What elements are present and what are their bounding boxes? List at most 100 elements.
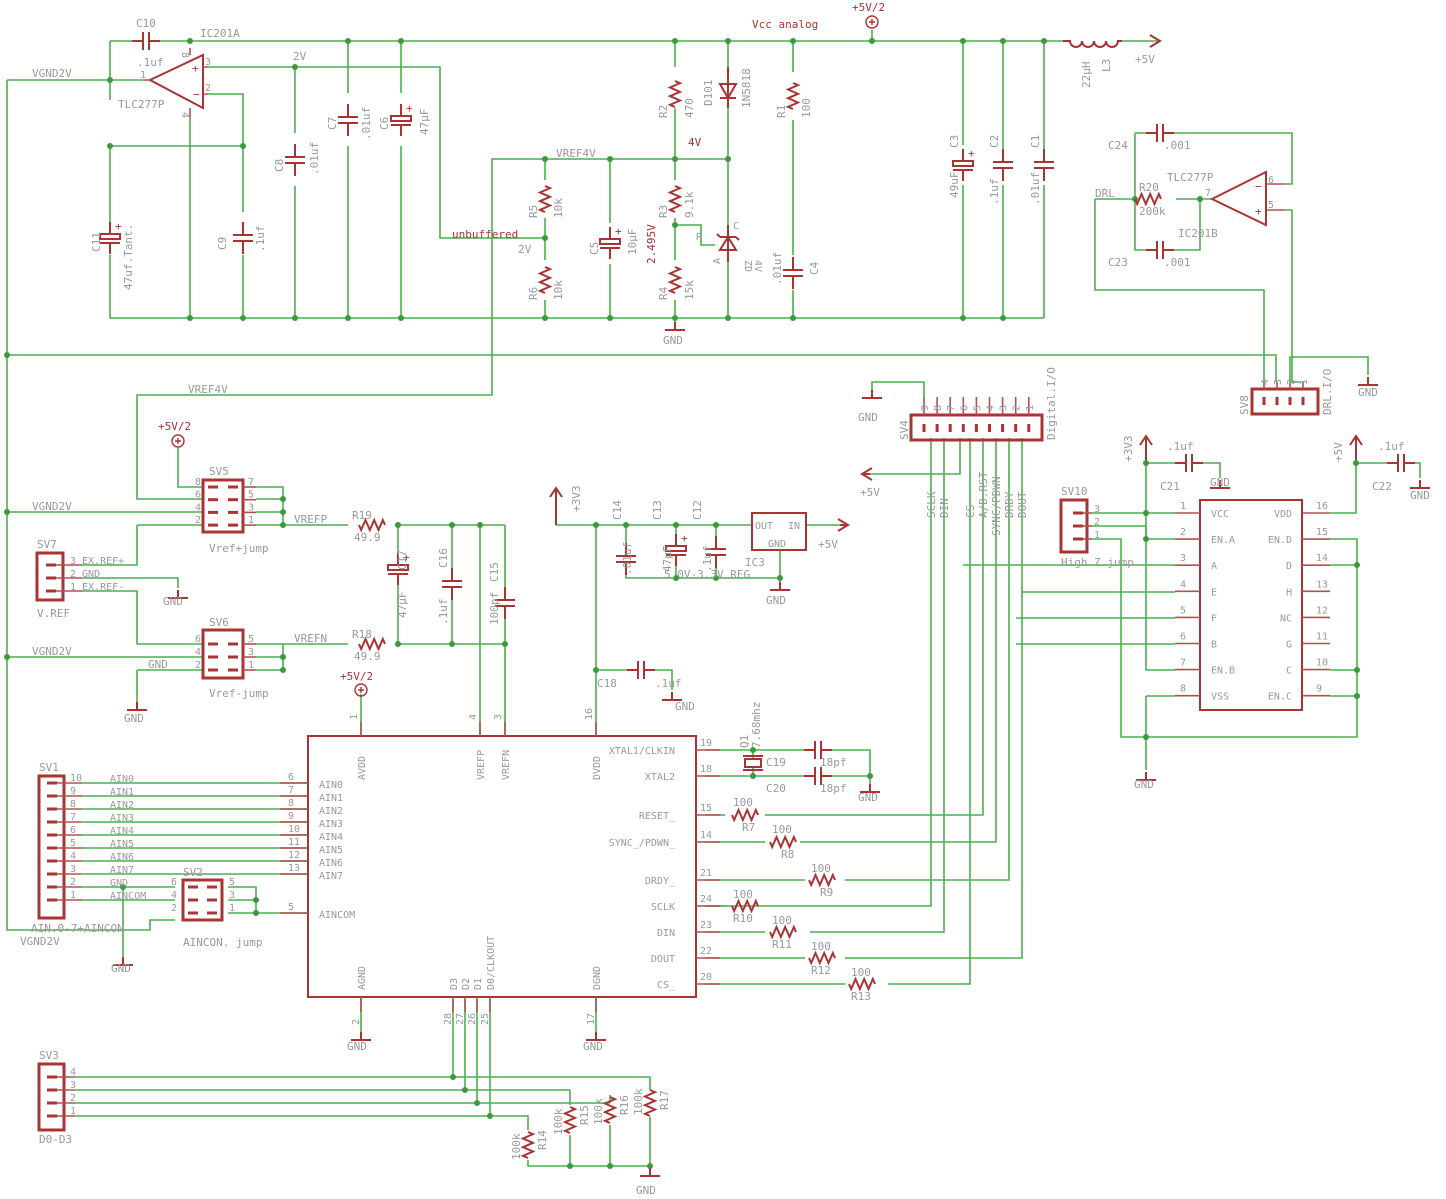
junction-dot [292, 64, 298, 70]
gnd-icon [862, 390, 882, 399]
gnd-symbol: GND [1134, 772, 1156, 791]
gnd-symbol: GND [636, 1168, 660, 1197]
ic201b-part: TLC277P [1167, 171, 1214, 184]
c18-value: .1uf [655, 677, 682, 690]
svg-text:+: + [1255, 205, 1262, 218]
wires [6, 30, 1421, 1167]
pin-name: DRDY_ [645, 876, 676, 887]
c3-value: 49uF [948, 172, 961, 199]
r19-ref: R19 [352, 509, 372, 522]
resistor-zigzag [537, 266, 553, 294]
junction-dot [107, 77, 113, 83]
pin-number: 2 [1180, 527, 1186, 538]
c3-ref: C3 [948, 135, 961, 148]
cap-plate [952, 160, 974, 167]
c12-ref: C12 [691, 500, 704, 520]
p5v-label-2: +5V [818, 538, 838, 551]
c9-ref: C9 [216, 237, 229, 250]
pin-number: 23 [700, 920, 712, 931]
cap-plate [233, 222, 253, 254]
c7-value: .01uf [360, 107, 373, 140]
pin-number: 3 [70, 1080, 76, 1091]
pin-number: 3 [248, 647, 254, 658]
cap-plate [666, 534, 686, 566]
pin-number: 3 [1273, 379, 1284, 385]
mux-pin-2: 2EN.A [1175, 527, 1235, 546]
r5-value: 10k [552, 198, 565, 218]
pin-number: 2 [1094, 517, 1100, 528]
resistor-zigzag [808, 950, 836, 966]
junction-dot [1354, 667, 1360, 673]
gnd-symbol: GND [111, 957, 133, 975]
connector-ref: SV4 [898, 420, 911, 440]
c14-value: .01uf [621, 542, 634, 575]
signal-label: A/D.RST [977, 471, 990, 518]
junction-dot [1143, 460, 1149, 466]
net-vrefn: VREFN [294, 632, 327, 645]
gnd-label: GND [766, 594, 786, 607]
pin-name: B [1211, 640, 1217, 651]
r4-value: 15k [683, 280, 696, 300]
connector-ref: SV6 [209, 616, 229, 629]
zener-pin-a: A [712, 258, 723, 264]
pin-number: 13 [288, 863, 300, 874]
junction-dot [673, 522, 679, 528]
connector-ref: SV10 [1061, 485, 1088, 498]
c23-value: .001 [1164, 256, 1191, 269]
q1-ref: Q1 [738, 735, 751, 748]
r16-ref: R16 [618, 1095, 631, 1115]
svg-text:−: − [193, 88, 200, 101]
c8-capacitor: C8.01uf [273, 142, 321, 176]
r17-ref: R17 [658, 1090, 671, 1110]
net-2v: 2V [293, 50, 307, 63]
pin-number: 11 [1316, 632, 1328, 643]
pin-number: 4 [70, 1067, 76, 1078]
c1-ref: C1 [1029, 135, 1042, 148]
cap-plate [706, 536, 726, 568]
pin-name: SYNC_/PDWN_ [609, 838, 676, 849]
pin-name: AIN0 [319, 780, 343, 791]
junction-dot [673, 575, 679, 581]
pin-name: VCC [1211, 509, 1229, 520]
pin-name: DIN [657, 928, 675, 939]
pin-number: 2 [70, 877, 76, 888]
c19-value: 18pf [820, 756, 847, 769]
pin-number: 2 [1286, 379, 1297, 385]
pin-name: EN.C [1268, 692, 1292, 703]
junction-dot [187, 38, 193, 44]
adc-chip: 1AVDD4VREFP3VREFN16DVDD6AIN07AIN18AIN29A… [280, 708, 720, 1025]
junction-dot [280, 509, 286, 515]
c13-value: 47µF [661, 546, 674, 573]
pin-number: 12 [288, 850, 300, 861]
net-4v: 4V [688, 136, 702, 149]
junction-dot [398, 38, 404, 44]
r7-value: 100 [733, 796, 753, 809]
p5v-label: +5V [1135, 53, 1155, 66]
cap-plate [1175, 454, 1203, 472]
net-vgnd2v-2: VGND2V [32, 500, 72, 513]
pin-name: D3 [449, 978, 460, 990]
junction-dot [672, 156, 678, 162]
connector-ref: SV8 [1238, 395, 1251, 415]
r2-ref: R2 [657, 105, 670, 118]
pin-number: 5 [70, 838, 76, 849]
ic3-pin-out: OUT [755, 521, 773, 532]
pin-number: 6 [70, 825, 76, 836]
gnd-label: GND [163, 595, 183, 608]
c10-value: .1uf [137, 56, 164, 69]
pin-number: 13 [1316, 579, 1328, 590]
junction-dot [567, 1163, 573, 1169]
gnd-icon [1410, 480, 1430, 489]
pin-number: 4 [171, 890, 177, 901]
c4-capacitor: C4.01uf [771, 252, 821, 289]
q1-crystal: Q1 7.68mhz [738, 702, 763, 771]
